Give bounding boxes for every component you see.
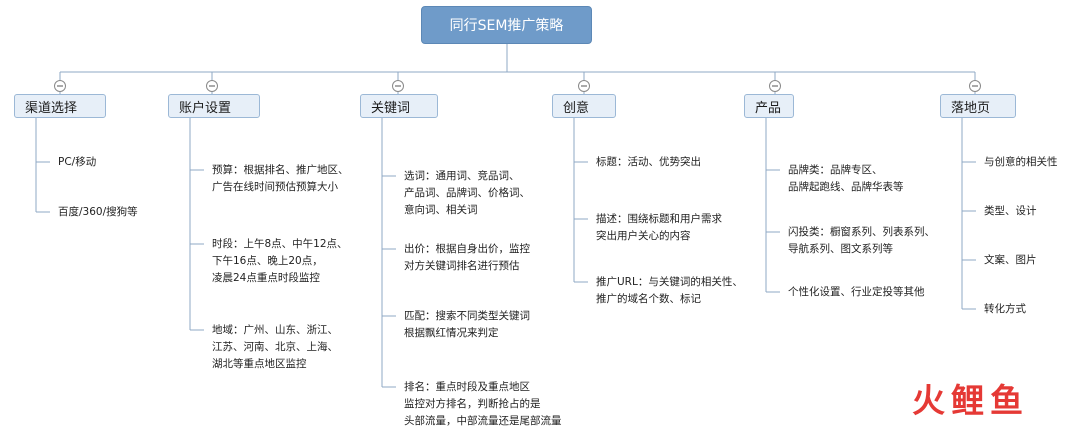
leaf-line: 个性化设置、行业定投等其他 (788, 285, 925, 298)
collapse-toggle-0[interactable] (54, 80, 66, 92)
branch-label: 渠道选择 (25, 100, 78, 116)
leaf-line: 文案、图片 (984, 253, 1037, 266)
branch-node-5[interactable]: 落地页 (940, 94, 1016, 118)
leaf-line: 时段：上午8点、中午12点、 (212, 237, 348, 250)
leaf-line: 类型、设计 (984, 204, 1037, 217)
leaf-line: 湖北等重点地区监控 (212, 357, 307, 370)
leaf-line: 闪投类：橱窗系列、列表系列、 (788, 225, 935, 238)
leaf-item[interactable]: 描述：围绕标题和用户需求突出用户关心的内容 (596, 211, 722, 245)
leaf-line: 头部流量，中部流量还是尾部流量 (404, 414, 562, 427)
leaf-line: 意向词、相关词 (404, 203, 478, 216)
leaf-line: 广告在线时间预估预算大小 (212, 180, 338, 193)
branch-label: 产品 (755, 100, 782, 116)
brand-logo: 火鲤鱼 (912, 383, 1062, 419)
leaf-line: 描述：围绕标题和用户需求 (596, 212, 722, 225)
branch-label: 创意 (563, 100, 590, 116)
leaf-item[interactable]: 选词：通用词、竞品词、产品词、品牌词、价格词、意向词、相关词 (404, 168, 530, 219)
leaf-line: 标题：活动、优势突出 (596, 155, 701, 168)
leaf-line: 下午16点、晚上20点， (212, 254, 323, 267)
branch-node-0[interactable]: 渠道选择 (14, 94, 106, 118)
leaf-line: 推广URL：与关键词的相关性、 (596, 275, 743, 288)
leaf-item[interactable]: 推广URL：与关键词的相关性、推广的域名个数、标记 (596, 274, 743, 308)
leaf-line: 推广的域名个数、标记 (596, 292, 701, 305)
leaf-line: 选词：通用词、竞品词、 (404, 169, 520, 182)
collapse-toggle-5[interactable] (969, 80, 981, 92)
leaf-item[interactable]: 品牌类：品牌专区、品牌起跑线、品牌华表等 (788, 162, 904, 196)
leaf-item[interactable]: 类型、设计 (984, 203, 1037, 220)
leaf-line: 品牌起跑线、品牌华表等 (788, 180, 904, 193)
collapse-toggle-2[interactable] (392, 80, 404, 92)
logo-text: 火鲤鱼 (912, 381, 1029, 420)
branch-label: 落地页 (951, 100, 991, 116)
leaf-line: 凌晨24点重点时段监控 (212, 271, 320, 284)
branch-label: 关键词 (371, 100, 411, 116)
leaf-line: 与创意的相关性 (984, 155, 1058, 168)
root-node[interactable]: 同行SEM推广策略 (421, 6, 592, 44)
leaf-item[interactable]: 与创意的相关性 (984, 154, 1058, 171)
leaf-line: 匹配：搜索不同类型关键词 (404, 309, 530, 322)
leaf-item[interactable]: 预算：根据排名、推广地区、广告在线时间预估预算大小 (212, 162, 349, 196)
leaf-item[interactable]: 百度/360/搜狗等 (58, 204, 138, 221)
leaf-line: 产品词、品牌词、价格词、 (404, 186, 530, 199)
leaf-item[interactable]: 标题：活动、优势突出 (596, 154, 701, 171)
leaf-line: 品牌类：品牌专区、 (788, 163, 883, 176)
leaf-item[interactable]: 排名：重点时段及重点地区监控对方排名，判断抢占的是头部流量，中部流量还是尾部流量 (404, 379, 562, 430)
leaf-item[interactable]: 地域：广州、山东、浙江、江苏、河南、北京、上海、湖北等重点地区监控 (212, 322, 338, 373)
leaf-item[interactable]: 闪投类：橱窗系列、列表系列、导航系列、图文系列等 (788, 224, 935, 258)
leaf-line: 江苏、河南、北京、上海、 (212, 340, 338, 353)
leaf-line: 地域：广州、山东、浙江、 (212, 323, 338, 336)
leaf-item[interactable]: 转化方式 (984, 301, 1026, 318)
leaf-item[interactable]: 个性化设置、行业定投等其他 (788, 284, 925, 301)
leaf-line: 对方关键词排名进行预估 (404, 259, 520, 272)
leaf-item[interactable]: 文案、图片 (984, 252, 1037, 269)
branch-node-4[interactable]: 产品 (744, 94, 794, 118)
leaf-line: 根据飘红情况来判定 (404, 326, 499, 339)
leaf-line: 转化方式 (984, 302, 1026, 315)
branch-node-1[interactable]: 账户设置 (168, 94, 260, 118)
leaf-line: 排名：重点时段及重点地区 (404, 380, 530, 393)
leaf-item[interactable]: 匹配：搜索不同类型关键词根据飘红情况来判定 (404, 308, 530, 342)
collapse-toggle-1[interactable] (206, 80, 218, 92)
leaf-line: 出价：根据自身出价，监控 (404, 242, 530, 255)
branch-node-2[interactable]: 关键词 (360, 94, 438, 118)
collapse-toggle-4[interactable] (769, 80, 781, 92)
leaf-item[interactable]: 出价：根据自身出价，监控对方关键词排名进行预估 (404, 241, 530, 275)
leaf-line: 百度/360/搜狗等 (58, 205, 138, 218)
leaf-line: PC/移动 (58, 155, 97, 168)
leaf-line: 突出用户关心的内容 (596, 229, 691, 242)
leaf-line: 监控对方排名，判断抢占的是 (404, 397, 541, 410)
leaf-line: 预算：根据排名、推广地区、 (212, 163, 349, 176)
branch-label: 账户设置 (179, 100, 232, 116)
leaf-item[interactable]: PC/移动 (58, 154, 96, 171)
branch-node-3[interactable]: 创意 (552, 94, 616, 118)
root-label: 同行SEM推广策略 (449, 18, 564, 34)
leaf-line: 导航系列、图文系列等 (788, 242, 893, 255)
collapse-toggle-3[interactable] (578, 80, 590, 92)
leaf-item[interactable]: 时段：上午8点、中午12点、下午16点、晚上20点， 凌晨24点重点时段监控 (212, 236, 348, 287)
